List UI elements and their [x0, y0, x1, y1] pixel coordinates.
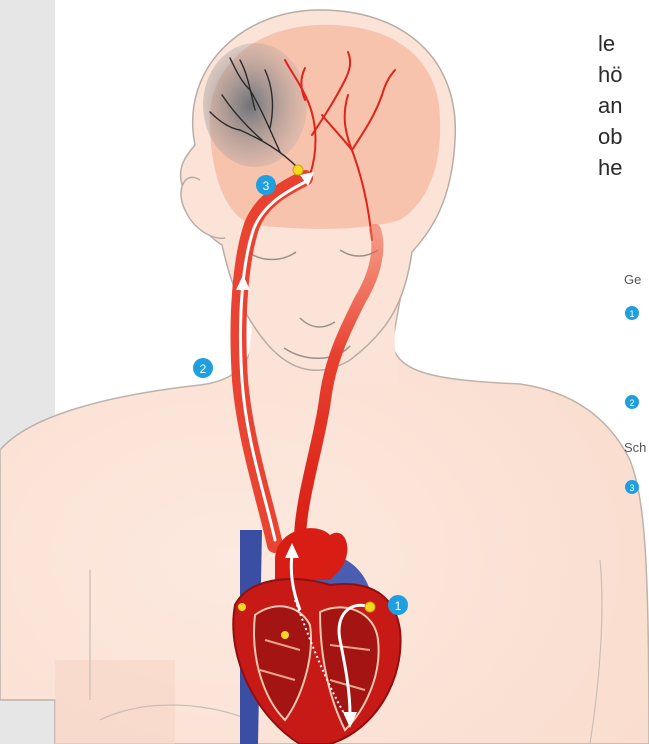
legend-badge-3-label: 3	[629, 483, 634, 493]
badge-2-label: 2	[200, 362, 207, 376]
legend-badge-1: 1	[625, 306, 639, 320]
side-line-4: ob	[598, 121, 622, 152]
clot-marker-brain	[293, 165, 303, 175]
legend-heading-2: Sch	[624, 440, 646, 455]
side-line-3: an	[598, 90, 622, 121]
badge-3: 3	[256, 175, 276, 195]
clot-marker-heart-2	[281, 631, 289, 639]
badge-1-label: 1	[395, 599, 402, 613]
legend-heading-1: Ge	[624, 272, 641, 287]
side-line-2: hö	[598, 59, 622, 90]
badge-3-label: 3	[263, 179, 270, 193]
side-paragraph: le hö an ob he	[598, 28, 622, 183]
side-line-1: le	[598, 28, 622, 59]
badge-1: 1	[388, 595, 408, 615]
badge-2: 2	[193, 358, 213, 378]
legend-badge-1-label: 1	[629, 309, 634, 319]
legend-badge-2: 2	[625, 395, 639, 409]
side-line-5: he	[598, 152, 622, 183]
legend-badge-3: 3	[625, 480, 639, 494]
ischemic-area	[203, 43, 307, 167]
legend-badge-2-label: 2	[629, 398, 634, 408]
clot-marker-heart-3	[238, 603, 246, 611]
clot-marker-heart	[365, 602, 375, 612]
lower-fade	[55, 660, 175, 744]
